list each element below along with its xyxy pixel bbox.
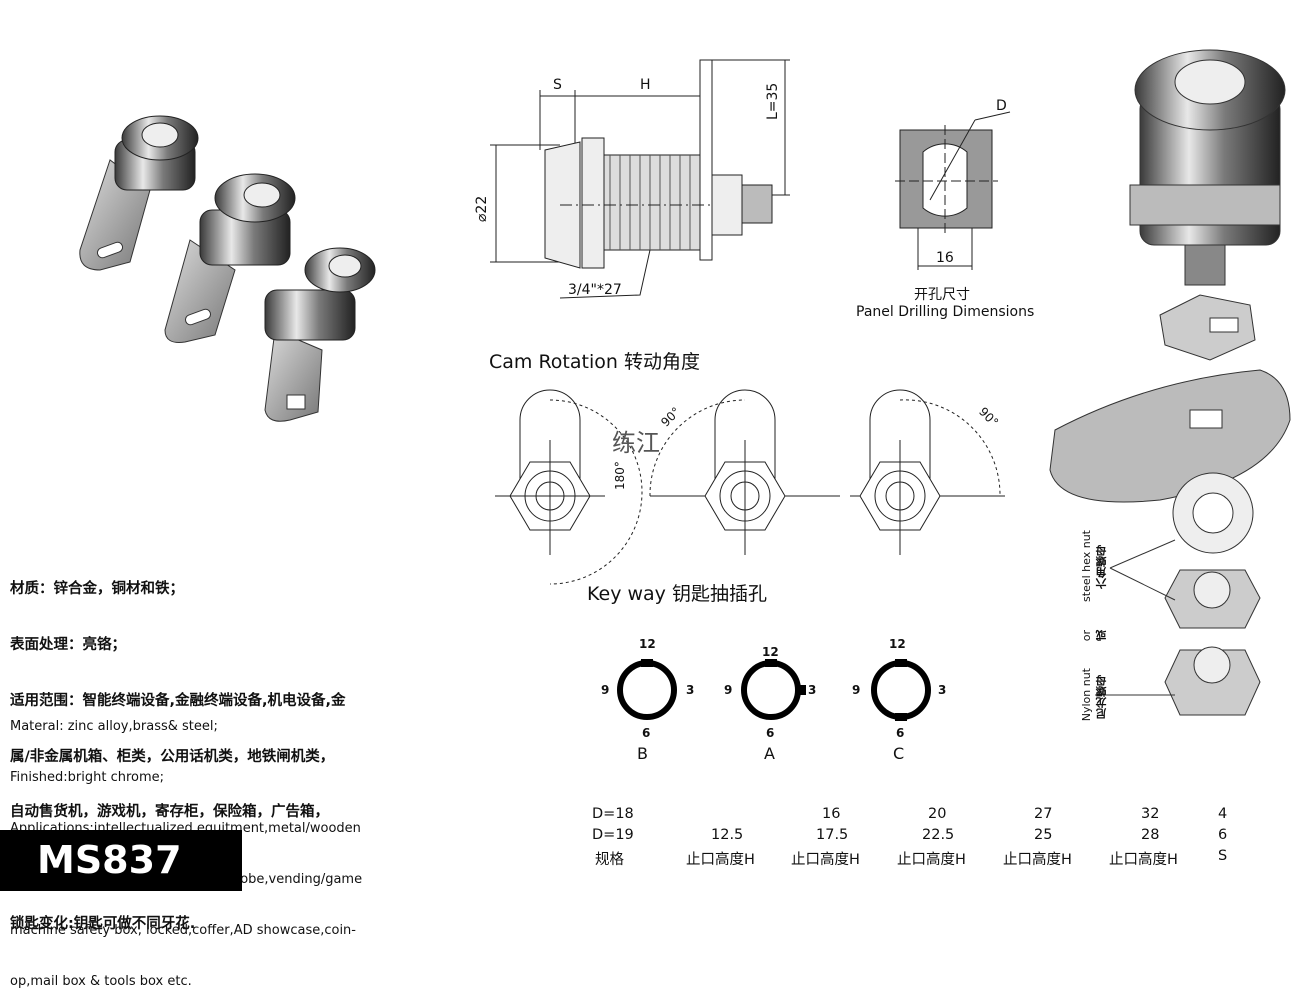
panel-drilling-drawing — [895, 111, 1011, 270]
thread-label: 3/4"*27 — [568, 282, 622, 298]
lock-photo-1 — [79, 115, 199, 271]
table-row2-label: D=19 — [592, 827, 634, 843]
or-cn: 或 — [1095, 630, 1108, 641]
cam-rotation-title: Cam Rotation 转动角度 — [489, 351, 700, 373]
side-view-drawing — [490, 59, 790, 299]
panel-caption-en: Panel Drilling Dimensions — [856, 304, 1035, 320]
keyway-a-12: 12 — [762, 645, 779, 659]
table-cell: 止口高度H — [1003, 852, 1072, 868]
spec-cn-line: 适用范围：智能终端设备,金融终端设备,机电设备,金 — [10, 692, 346, 709]
table-row1-label: D=18 — [592, 806, 634, 822]
table-cell: 4 — [1218, 806, 1228, 822]
keyway-title: Key way 钥匙抽插孔 — [587, 583, 767, 605]
spec-en-line: op,mail box & tools box etc. — [10, 974, 192, 989]
steel-hex-nut-en: steel hex nut — [1080, 530, 1093, 602]
keyway-a-6: 6 — [766, 726, 775, 740]
panel-d-label: D — [996, 98, 1007, 114]
cam-rotation-diagrams — [495, 389, 1005, 585]
spec-cn-line: 材质：锌合金，铜材和铁； — [10, 581, 184, 598]
keyway-c-3: 3 — [938, 683, 947, 697]
table-cell: 32 — [1141, 806, 1160, 822]
panel-caption-cn: 开孔尺寸 — [914, 287, 970, 303]
spec-cn-line: 自动售货机，游戏机，寄存柜，保险箱，广告箱， — [10, 804, 329, 821]
table-cell: S — [1218, 848, 1228, 864]
nylon-nut-en: Nylon nut — [1080, 668, 1093, 722]
table-cell: 25 — [1034, 827, 1053, 843]
table-cell: 22.5 — [922, 827, 955, 843]
panel-16-label: 16 — [936, 250, 954, 266]
spec-cn-line: 属/非金属机箱、柜类，公用话机类，地铁闸机类， — [10, 748, 335, 765]
keyway-b-label: B — [637, 744, 648, 763]
table-cell: 6 — [1218, 827, 1228, 843]
table-cell: 止口高度H — [897, 852, 966, 868]
keyway-b-6: 6 — [642, 726, 651, 740]
spec-cn-line: 表面处理：亮铬； — [10, 636, 126, 653]
keyway-diagrams — [617, 659, 931, 721]
watermark: 练江 — [612, 429, 660, 457]
keyway-c-6: 6 — [896, 726, 905, 740]
table-cell: 16 — [822, 806, 841, 822]
exploded-parts-drawing — [1049, 49, 1291, 716]
dim-h-label: H — [640, 77, 651, 93]
steel-hex-nut-cn: 六角螺母 — [1095, 545, 1108, 589]
keyway-c-12: 12 — [889, 637, 906, 651]
spec-en-line: Finished:bright chrome; — [10, 770, 165, 785]
table-cell: 17.5 — [816, 827, 849, 843]
nylon-nut-cn: 尼龙螺母 — [1095, 675, 1108, 719]
keyway-a-3: 3 — [808, 683, 817, 697]
product-photo — [79, 115, 376, 422]
dim-s-label: S — [553, 77, 562, 93]
keyway-a-label: A — [764, 744, 775, 763]
table-cell: 止口高度H — [686, 852, 755, 868]
table-cell: 12.5 — [711, 827, 744, 843]
table-row3-label: 规格 — [595, 852, 624, 868]
table-cell: 27 — [1034, 806, 1053, 822]
lock-photo-3 — [264, 247, 376, 422]
keyway-b-12: 12 — [639, 637, 656, 651]
keyway-c-label: C — [893, 744, 905, 763]
keyway-a-9: 9 — [724, 683, 733, 697]
spec-en-line: machine safety box, locked,coffer,AD sho… — [10, 923, 356, 938]
table-cell: 28 — [1141, 827, 1160, 843]
table-cell: 20 — [928, 806, 947, 822]
lock-photo-2 — [164, 173, 296, 343]
keyway-b-9: 9 — [601, 683, 610, 697]
keyway-c-9: 9 — [852, 683, 861, 697]
spec-en-line: Materal: zinc alloy,brass& steel; — [10, 719, 218, 734]
keyway-b-3: 3 — [686, 683, 695, 697]
model-badge: MS837 — [0, 830, 242, 891]
or-en: or — [1080, 630, 1093, 642]
table-cell: 止口高度H — [1109, 852, 1178, 868]
table-cell: 止口高度H — [791, 852, 860, 868]
